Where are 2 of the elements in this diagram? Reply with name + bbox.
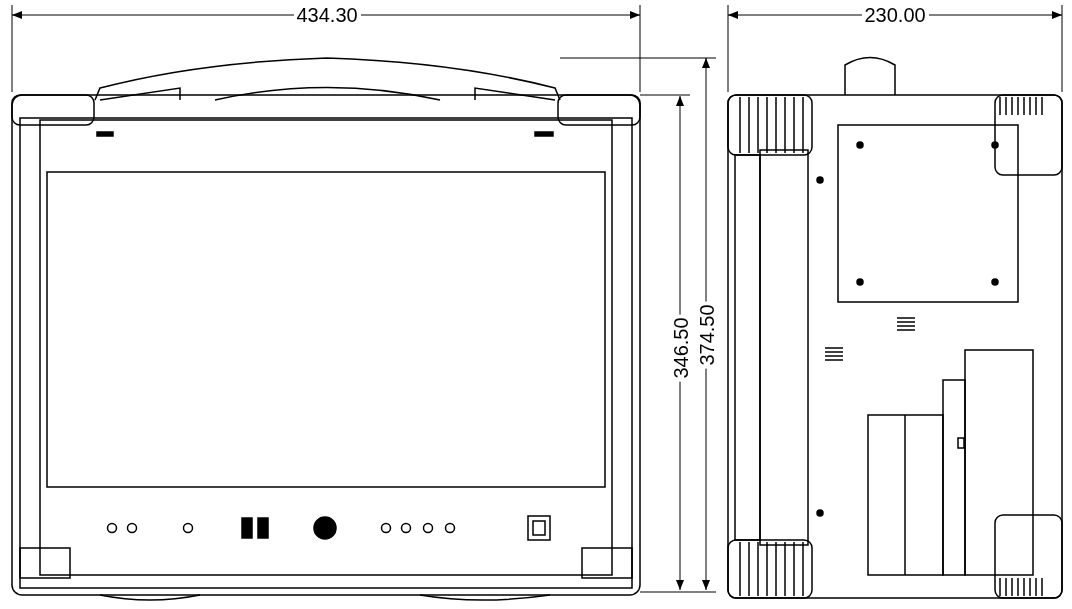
dimension-value: 434.30 bbox=[293, 5, 361, 25]
dimension-value: 230.00 bbox=[861, 5, 929, 25]
